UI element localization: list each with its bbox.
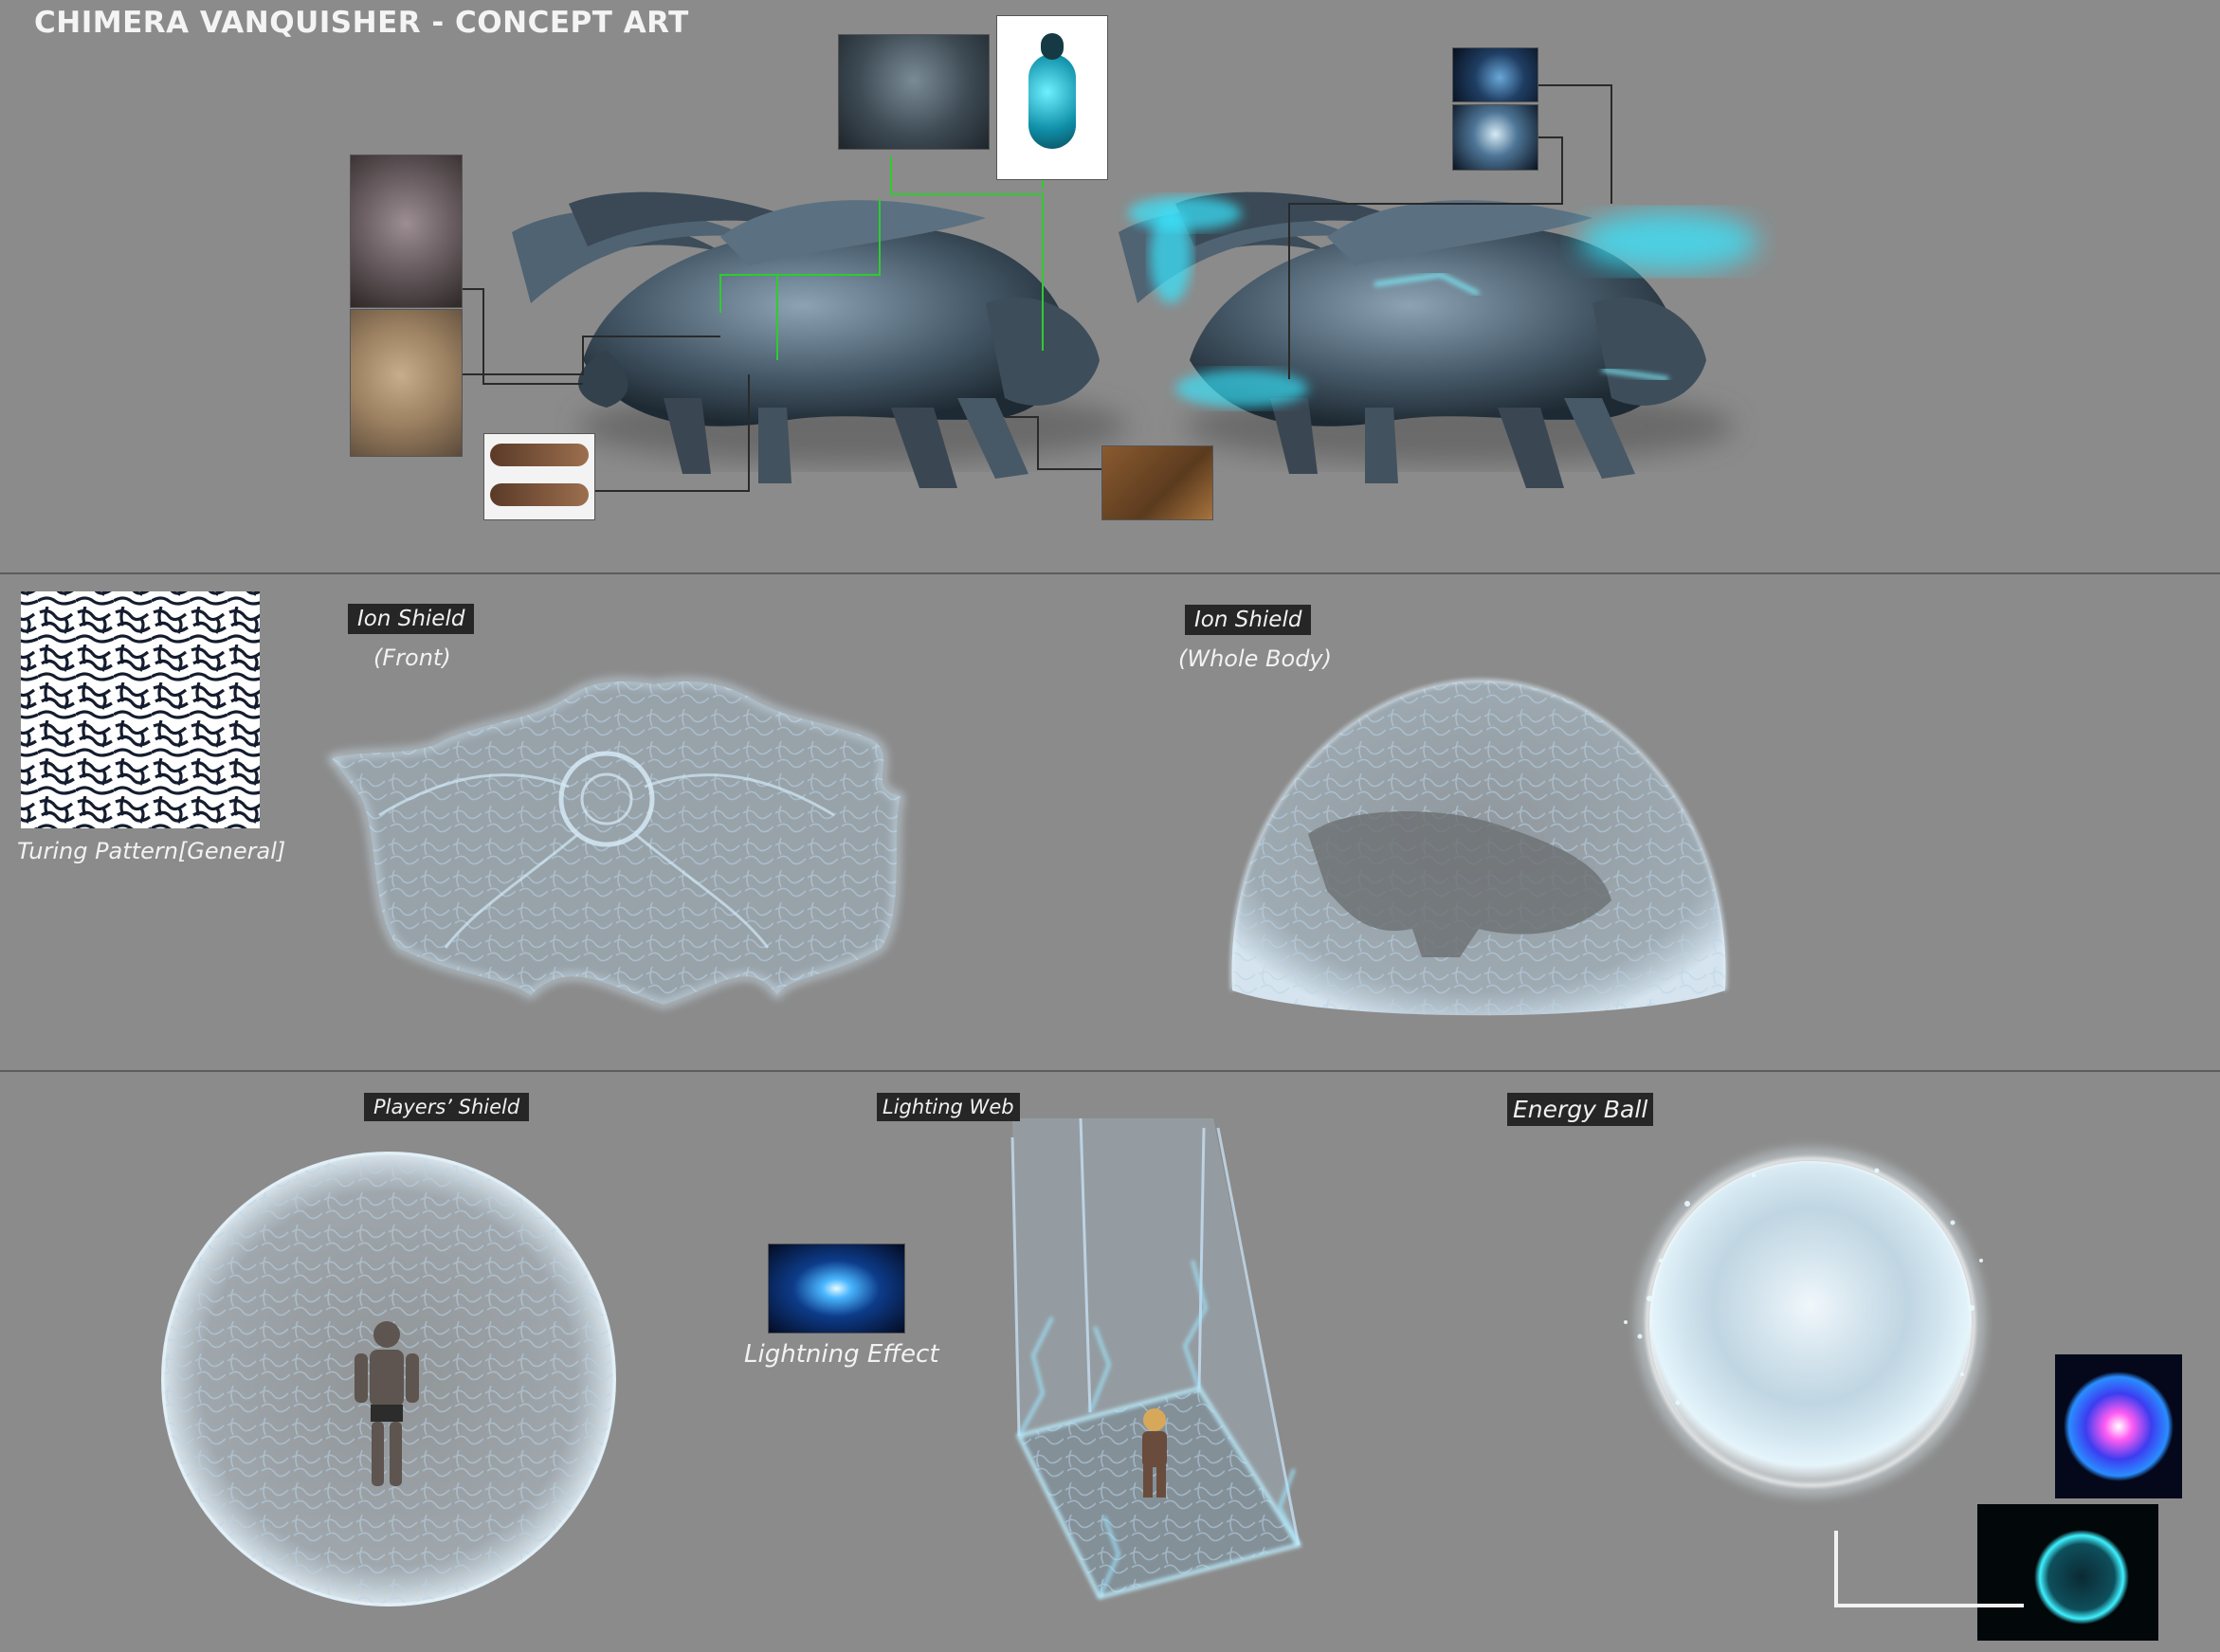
lizard-reference xyxy=(1101,445,1213,520)
section-divider-2 xyxy=(0,1070,2220,1072)
page-title: CHIMERA VANQUISHER - CONCEPT ART xyxy=(34,6,689,40)
lightning-cage xyxy=(1010,1117,1302,1600)
ion-shield-whole-caption: (Whole Body) xyxy=(1178,645,1332,672)
jellyfish-reference xyxy=(1452,104,1538,171)
ion-shield-front-caption: (Front) xyxy=(373,644,451,671)
energy-ball xyxy=(1624,1147,1986,1498)
turing-pattern xyxy=(21,591,260,828)
player-figure xyxy=(355,1321,419,1486)
turing-pattern-caption: Turing Pattern[General] xyxy=(17,838,286,864)
caged-figure xyxy=(1142,1408,1167,1498)
ion-shield-front-tag: Ion Shield xyxy=(348,604,475,634)
alien-head-reference xyxy=(350,154,463,308)
lighting-web-tag: Lighting Web xyxy=(877,1093,1020,1121)
energy-ball-tag: Energy Ball xyxy=(1507,1093,1654,1126)
beetle-reference xyxy=(996,15,1108,180)
glow-creature-render xyxy=(1119,191,1758,488)
deep-sea-fish-reference xyxy=(1452,47,1538,102)
ion-dome xyxy=(1229,679,1728,1016)
reference-leaders xyxy=(428,84,1612,492)
corner-bracket xyxy=(1834,1531,2024,1607)
creature-render xyxy=(512,191,1128,488)
lightning-effect-caption: Lightning Effect xyxy=(744,1340,939,1369)
ion-shield-whole-tag: Ion Shield xyxy=(1185,605,1312,635)
creature-section xyxy=(428,84,1758,492)
players-shield-tag: Players’ Shield xyxy=(364,1093,530,1121)
bubble-shield xyxy=(161,1152,616,1607)
ion-shield-front xyxy=(328,679,903,1008)
creature-pose-reference xyxy=(838,34,990,150)
hand-reference xyxy=(350,309,463,457)
section-divider-1 xyxy=(0,572,2220,574)
claws-reference xyxy=(483,433,595,520)
lightning-effect-reference xyxy=(768,1244,905,1334)
